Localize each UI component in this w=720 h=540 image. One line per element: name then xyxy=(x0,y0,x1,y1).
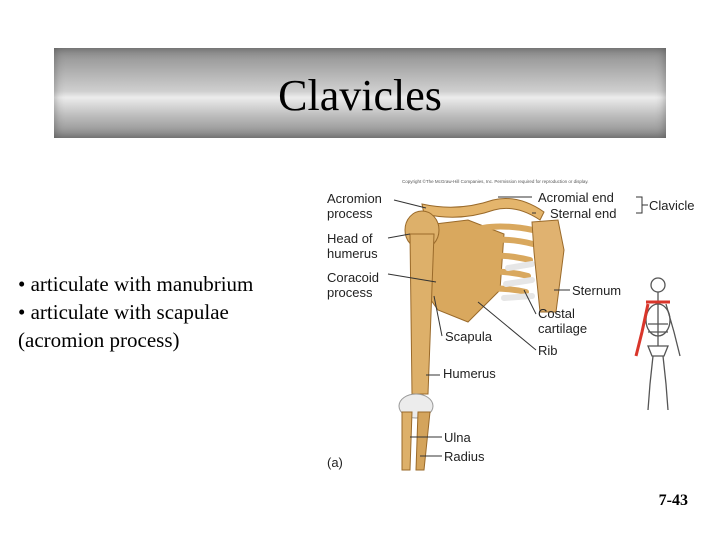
radius-bone xyxy=(415,411,431,471)
bullet-acromion-note: (acromion process) xyxy=(18,328,180,352)
label-acromial-end: Acromial end xyxy=(538,190,614,205)
highlighted-shoulder-icon xyxy=(634,300,670,357)
label-rib: Rib xyxy=(538,343,558,358)
rib-cage xyxy=(453,223,536,297)
copyright-notice: Copyright ©The McGraw-Hill Companies, In… xyxy=(402,179,589,184)
page-number: 7-43 xyxy=(658,492,688,509)
bullet-manubrium: • articulate with manubrium xyxy=(18,272,254,296)
label-ulna: Ulna xyxy=(444,430,471,445)
label-clavicle: Clavicle xyxy=(649,198,695,213)
ulna-bone xyxy=(401,411,413,471)
humerus-bone xyxy=(409,233,435,395)
bullet-scapulae: • articulate with scapulae xyxy=(18,300,229,324)
shoulder-anatomy-figure: Copyright ©The McGraw-Hill Companies, In… xyxy=(318,172,710,472)
label-scapula: Scapula xyxy=(445,329,492,344)
slide-title: Clavicles xyxy=(278,71,442,120)
bullet-list: • articulate with manubrium • articulate… xyxy=(18,270,253,354)
label-panel-a: (a) xyxy=(327,455,343,470)
title-banner: Clavicles xyxy=(54,48,666,138)
label-radius: Radius xyxy=(444,449,485,464)
label-sternal-end: Sternal end xyxy=(550,206,617,221)
label-sternum: Sternum xyxy=(572,283,622,298)
clavicle-bone xyxy=(421,198,545,221)
shoulder-illustration xyxy=(387,196,648,471)
sternum-bone xyxy=(531,219,565,313)
leader-lines xyxy=(387,196,648,457)
label-humerus: Humerus xyxy=(443,366,496,381)
skeleton-icon xyxy=(634,277,681,411)
